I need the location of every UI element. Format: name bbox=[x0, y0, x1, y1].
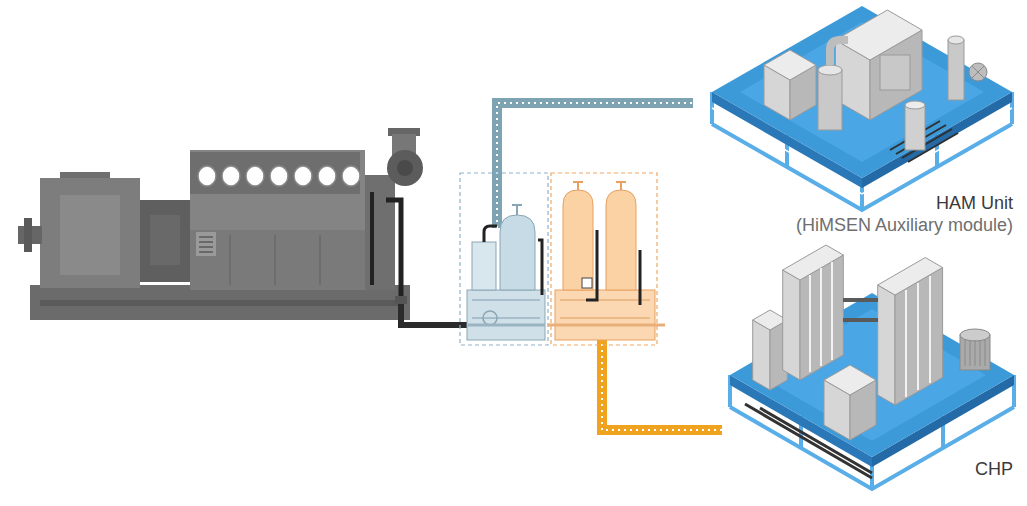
ham-unit-label-group: HAM Unit(HiMSEN Auxiliary module) bbox=[791, 192, 1013, 236]
engine-illustration-part bbox=[318, 166, 336, 186]
chp-illustration-part bbox=[965, 340, 985, 366]
heat-recovery-module-orange-part bbox=[563, 190, 593, 290]
unit-subtitle: (HiMSEN Auxiliary module) bbox=[791, 214, 1013, 236]
ham-unit-illustration-part bbox=[880, 55, 910, 90]
heat-recovery-module-blue-part bbox=[500, 215, 535, 290]
heat-recovery-module-blue-part bbox=[460, 173, 548, 345]
heat-recovery-module-blue-part bbox=[512, 205, 522, 215]
ham-unit-illustration-part bbox=[712, 6, 1012, 178]
heat-recovery-module-blue-part bbox=[483, 311, 497, 325]
heat-recovery-module-orange-part bbox=[639, 250, 642, 305]
engine-illustration-part bbox=[40, 178, 140, 288]
heat-recovery-module-orange-part bbox=[606, 190, 636, 290]
chp-illustration-part bbox=[960, 335, 990, 370]
heat-line-orange-part bbox=[602, 338, 722, 430]
heat-recovery-module-orange-part bbox=[573, 182, 626, 190]
chp-illustration bbox=[730, 245, 1014, 489]
heat-recovery-module-blue bbox=[460, 173, 548, 345]
engine-illustration-part bbox=[198, 166, 216, 186]
heat-recovery-module-orange-part bbox=[551, 173, 657, 345]
engine-illustration-part bbox=[386, 200, 401, 300]
chp-illustration-part bbox=[810, 262, 832, 372]
unit-name: CHP bbox=[970, 458, 1013, 480]
exhaust-pipe-part bbox=[395, 296, 407, 304]
engine-illustration-part bbox=[190, 152, 360, 194]
chp-illustration-part bbox=[730, 293, 1014, 457]
ham-unit-illustration-part bbox=[948, 40, 964, 100]
heat-recovery-module-orange bbox=[548, 173, 665, 345]
heat-line-blue bbox=[497, 103, 693, 228]
heat-recovery-module-blue-part bbox=[472, 300, 540, 318]
engine-illustration-part bbox=[30, 285, 410, 320]
engine-illustration-part bbox=[365, 175, 395, 290]
chp-illustration-part bbox=[783, 270, 800, 380]
engine-illustration-part bbox=[370, 192, 374, 285]
heat-recovery-module-orange-part bbox=[582, 278, 592, 288]
ham-unit-illustration-part bbox=[972, 66, 984, 78]
engine-illustration-part bbox=[270, 166, 288, 186]
engine-illustration-part bbox=[294, 166, 312, 186]
engine-illustration-part bbox=[397, 160, 413, 176]
ham-unit-illustration-part bbox=[969, 63, 987, 81]
chp-illustration-part bbox=[906, 276, 930, 397]
ham-unit-illustration-part bbox=[818, 70, 842, 130]
ham-unit-illustration-part bbox=[948, 36, 964, 44]
ham-unit-illustration-part bbox=[905, 105, 925, 150]
chp-illustration-part bbox=[753, 320, 770, 390]
heat-line-blue-part bbox=[497, 103, 693, 228]
exhaust-pipe bbox=[395, 296, 468, 325]
engine-illustration-part bbox=[60, 195, 120, 275]
engine-illustration-part bbox=[230, 235, 320, 285]
ham-unit-illustration-part bbox=[764, 50, 816, 80]
exhaust-pipe-part bbox=[401, 300, 468, 325]
heat-line-blue-part bbox=[497, 103, 693, 228]
engine-illustration-part bbox=[40, 300, 400, 306]
heat-line-orange bbox=[602, 338, 722, 430]
chp-illustration-part bbox=[843, 300, 878, 320]
heat-recovery-module-blue-part bbox=[468, 324, 545, 327]
heat-recovery-module-blue-part bbox=[484, 226, 497, 242]
engine-illustration-part bbox=[342, 166, 360, 186]
engine-illustration-part bbox=[222, 166, 240, 186]
heat-line-orange-part bbox=[602, 338, 722, 430]
engine-illustration-part bbox=[198, 166, 360, 186]
heat-recovery-module-blue-part bbox=[538, 240, 542, 295]
chp-illustration-part bbox=[824, 365, 876, 395]
engine-illustration-part bbox=[199, 237, 213, 252]
chp-label-group: CHP bbox=[970, 458, 1013, 480]
engine-illustration-part bbox=[190, 150, 365, 290]
ham-unit-illustration-part bbox=[835, 10, 922, 60]
chp-illustration-part bbox=[753, 310, 788, 330]
engine-illustration-part bbox=[196, 232, 216, 256]
heat-recovery-module-orange-part bbox=[560, 300, 650, 318]
engine-illustration-part bbox=[246, 166, 264, 186]
ham-unit-illustration-part bbox=[905, 101, 925, 109]
heat-recovery-module-orange-part bbox=[586, 230, 597, 300]
unit-name: HAM Unit bbox=[791, 192, 1013, 214]
heat-recovery-module-blue-part bbox=[472, 242, 496, 290]
engine-illustration-part bbox=[387, 150, 423, 186]
engine-illustration bbox=[18, 128, 423, 320]
chp-illustration-part bbox=[878, 285, 895, 405]
engine-illustration-part bbox=[190, 230, 365, 290]
chp-illustration-part bbox=[878, 258, 943, 296]
engine-illustration-part bbox=[150, 215, 180, 265]
heat-recovery-module-blue-part bbox=[467, 290, 545, 340]
engine-illustration-part bbox=[24, 218, 32, 252]
ham-unit-illustration-part bbox=[818, 65, 842, 75]
chp-illustration-part bbox=[960, 329, 990, 341]
heat-recovery-module-orange-part bbox=[548, 324, 665, 327]
ham-unit-illustration bbox=[712, 6, 1012, 210]
ham-unit-illustration-part bbox=[830, 40, 848, 65]
engine-illustration-part bbox=[140, 200, 190, 282]
chp-illustration-part bbox=[783, 245, 844, 280]
